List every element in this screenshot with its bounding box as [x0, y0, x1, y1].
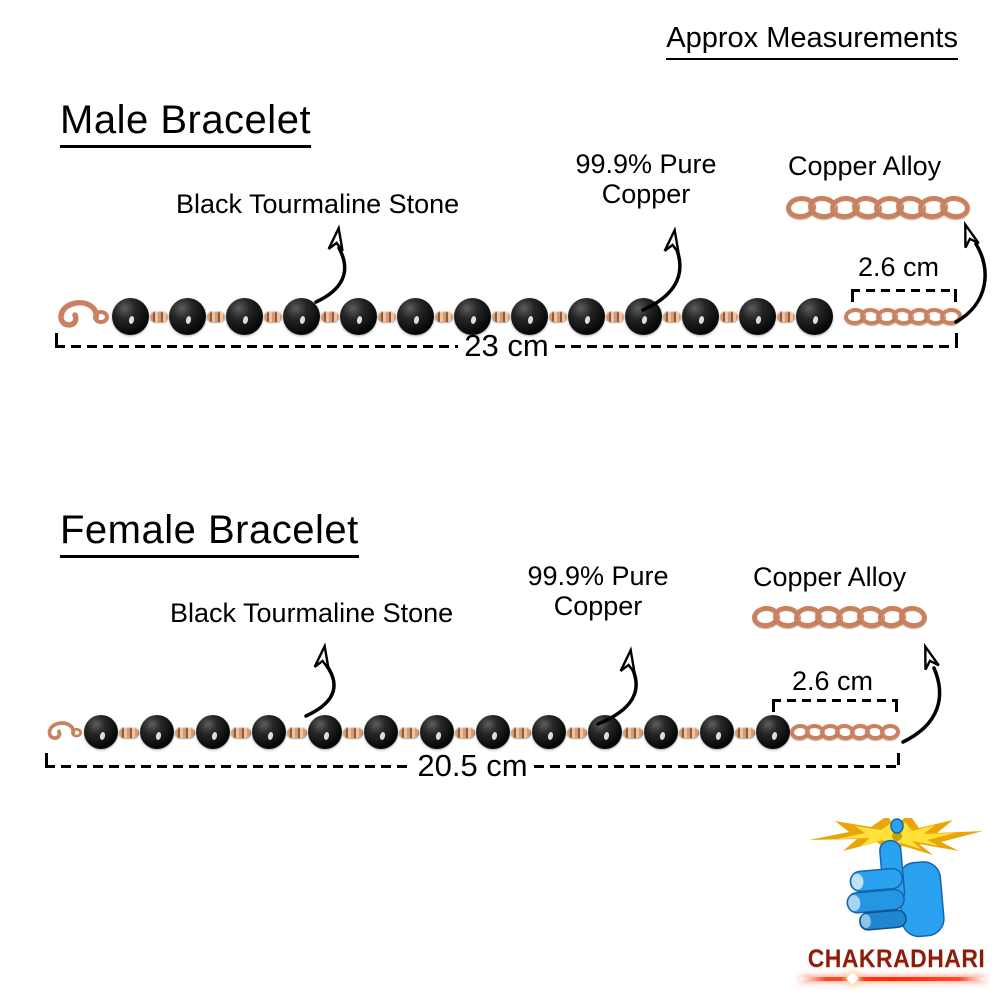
copper-wire-link [511, 726, 531, 738]
black-tourmaline-bead [644, 715, 678, 749]
black-tourmaline-bead [112, 297, 149, 335]
black-tourmaline-bead [252, 715, 286, 749]
copper-wire-link [119, 726, 139, 738]
black-tourmaline-bead [588, 715, 622, 749]
copper-wire-link [287, 726, 307, 738]
copper-wire-link [207, 310, 225, 322]
male-extension-length-label: 2.6 cm [858, 252, 940, 282]
copper-wire-link [150, 310, 168, 322]
copper-wire-link [175, 726, 195, 738]
male-section-title: Male Bracelet [60, 98, 312, 148]
copper-wire-link [378, 310, 396, 322]
copper-wire-link [231, 726, 251, 738]
flare-underline-icon [800, 972, 985, 985]
male-total-length-measure: 23 cm [55, 328, 959, 363]
chain-link [938, 194, 972, 221]
black-tourmaline-bead [140, 715, 174, 749]
black-tourmaline-bead [283, 297, 320, 335]
female-copper-alloy-arrow [901, 642, 942, 744]
female-pure-copper-label: 99.9% Pure Copper [527, 561, 669, 622]
black-tourmaline-bead [84, 715, 118, 749]
black-tourmaline-bead [308, 715, 342, 749]
female-stone-arrow [304, 642, 336, 718]
female-total-length-label: 20.5 cm [417, 748, 528, 783]
female-bead-strand [84, 715, 790, 749]
copper-wire-link [435, 310, 453, 322]
black-tourmaline-bead [420, 715, 454, 749]
chain-link [879, 722, 901, 742]
black-tourmaline-bead [682, 297, 719, 335]
copper-wire-link [321, 310, 339, 322]
female-extension-length-label: 2.6 cm [792, 666, 874, 696]
black-tourmaline-bead [739, 297, 776, 335]
male-extension-chain [843, 306, 963, 326]
black-tourmaline-bead [196, 715, 230, 749]
copper-wire-link [549, 310, 567, 322]
copper-wire-link [720, 310, 738, 322]
female-extension-measure-bracket [772, 699, 898, 712]
female-total-length-measure: 20.5 cm [45, 748, 900, 783]
hand-icon [846, 839, 945, 938]
black-tourmaline-bead [796, 297, 833, 335]
male-stone-arrow [314, 224, 347, 304]
black-tourmaline-bead [364, 715, 398, 749]
approx-measurements-title: Approx Measurements [666, 22, 958, 60]
copper-wire-link [679, 726, 699, 738]
female-stone-label: Black Tourmaline Stone [170, 598, 454, 628]
copper-wire-link [567, 726, 587, 738]
chain-link [897, 604, 929, 630]
chain-link [939, 306, 963, 326]
female-copper-alloy-chain-zoom-image [750, 604, 929, 630]
copper-wire-link [623, 726, 643, 738]
black-tourmaline-bead [700, 715, 734, 749]
brand-name: CHAKRADHARI [807, 945, 986, 973]
male-copper-alloy-chain-zoom-image [784, 194, 972, 221]
female-extension-chain [789, 722, 901, 742]
copper-wire-link [735, 726, 755, 738]
black-tourmaline-bead [397, 297, 434, 335]
male-bracelet-image [50, 293, 963, 339]
male-bead-strand [112, 297, 844, 335]
female-clasp-hook-icon [47, 721, 82, 740]
female-bracelet-image [42, 710, 901, 754]
black-tourmaline-bead [568, 297, 605, 335]
copper-wire-link [777, 310, 795, 322]
black-tourmaline-bead [169, 297, 206, 335]
logo-graphic [809, 814, 983, 938]
male-total-length-label: 23 cm [464, 328, 549, 363]
black-tourmaline-bead [511, 297, 548, 335]
sparkle-icon [846, 972, 859, 985]
male-stone-label: Black Tourmaline Stone [176, 189, 460, 219]
black-tourmaline-bead [476, 715, 510, 749]
male-copper-alloy-label: Copper Alloy [788, 151, 942, 181]
copper-wire-link [264, 310, 282, 322]
copper-wire-link [399, 726, 419, 738]
male-clasp-hook-icon [58, 300, 109, 328]
black-tourmaline-bead [756, 715, 790, 749]
brand-logo: CHAKRADHARI [800, 814, 986, 985]
chakra-icon [809, 814, 983, 855]
copper-wire-link [455, 726, 475, 738]
female-section-title: Female Bracelet [60, 508, 359, 558]
male-pure-copper-label: 99.9% Pure Copper [575, 149, 717, 210]
copper-wire-link [492, 310, 510, 322]
copper-wire-link [606, 310, 624, 322]
female-copper-alloy-label: Copper Alloy [753, 562, 907, 592]
copper-wire-link [343, 726, 363, 738]
black-tourmaline-bead [454, 297, 491, 335]
black-tourmaline-bead [226, 297, 263, 335]
copper-wire-link [663, 310, 681, 322]
black-tourmaline-bead [532, 715, 566, 749]
